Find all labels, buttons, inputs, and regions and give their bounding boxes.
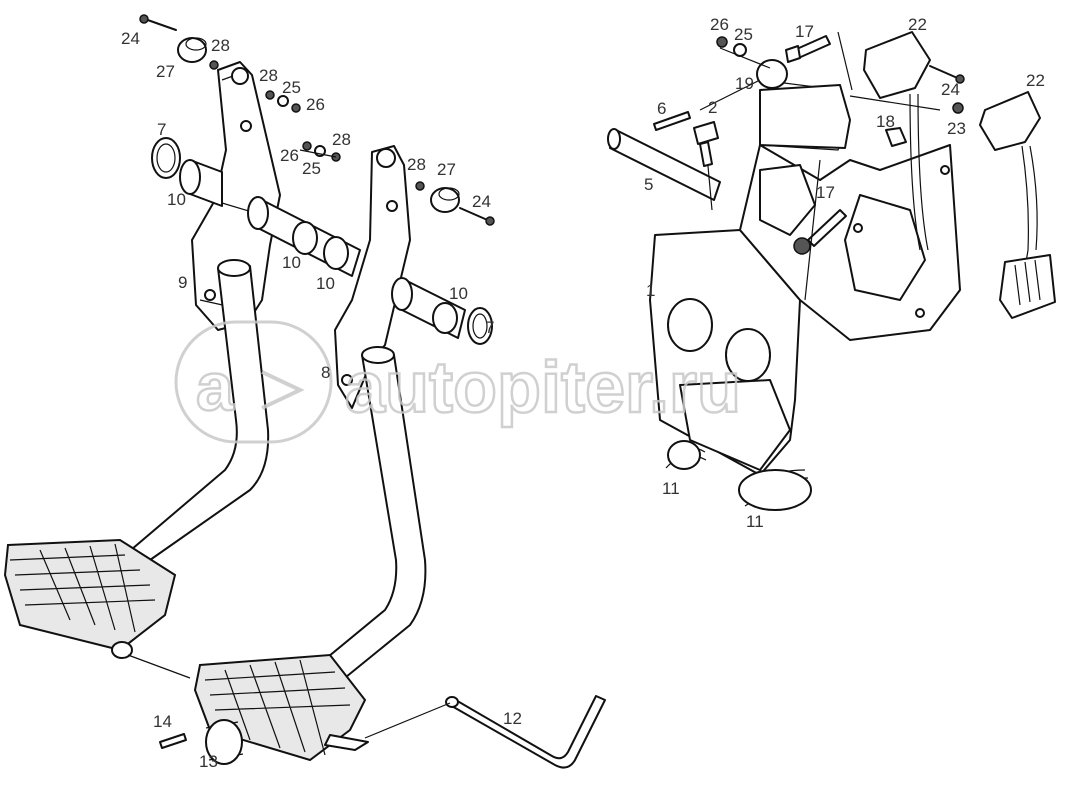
label-26-center: 26 <box>280 146 299 165</box>
label-13: 13 <box>199 752 218 771</box>
label-1: 1 <box>646 281 655 300</box>
label-10-left: 10 <box>167 190 186 209</box>
part-labels: 24 28 27 28 25 26 7 28 26 25 10 28 27 24… <box>121 15 1045 771</box>
bolt-17-bracket <box>793 209 847 255</box>
label-22-left: 22 <box>908 15 927 34</box>
label-7-right: 7 <box>485 318 494 337</box>
label-25-center: 25 <box>302 159 321 178</box>
rod-12 <box>445 695 606 769</box>
washer-28-mid <box>265 90 275 100</box>
label-26-mid-left: 26 <box>306 95 325 114</box>
label-24-top-left: 24 <box>121 29 140 48</box>
bushing-10-right <box>391 277 466 339</box>
label-24-right-pedal: 24 <box>472 192 491 211</box>
knob-19 <box>756 59 788 89</box>
washer-23 <box>952 102 964 114</box>
label-27-right-pedal: 27 <box>437 160 456 179</box>
label-28-top-left: 28 <box>211 36 230 55</box>
bolt-24-right <box>459 207 495 226</box>
spring-13 <box>205 719 244 765</box>
sensor-22-left <box>863 31 931 251</box>
label-28-right-pedal: 28 <box>407 155 426 174</box>
label-11-left: 11 <box>662 479 680 498</box>
label-25-mid-left: 25 <box>282 78 301 97</box>
bolt-2 <box>693 121 719 211</box>
label-26-right: 26 <box>710 15 729 34</box>
label-9: 9 <box>178 273 187 292</box>
bracket-1 <box>649 79 961 476</box>
bolt-24-top <box>139 14 177 31</box>
label-28-mid-left: 28 <box>259 66 278 85</box>
label-28-center: 28 <box>332 130 351 149</box>
bushing-10-center-shaft <box>247 196 361 277</box>
spacer-27-right <box>430 187 460 213</box>
label-17-top: 17 <box>795 22 814 41</box>
label-23: 23 <box>947 119 966 138</box>
label-2: 2 <box>708 98 717 117</box>
bolt-17-top <box>785 35 831 63</box>
bolt-24-sensor <box>929 65 965 84</box>
svg-text:a: a <box>196 349 235 425</box>
label-14: 14 <box>153 712 172 731</box>
left-pedal-pad <box>3 538 177 659</box>
nut-26-mid <box>291 103 301 113</box>
washer-25-mid <box>277 95 289 107</box>
label-7-left: 7 <box>157 120 166 139</box>
label-17-bracket: 17 <box>816 183 835 202</box>
label-6: 6 <box>657 99 666 118</box>
label-10-center: 10 <box>282 253 301 272</box>
shaft-5 <box>607 128 721 201</box>
pin-6 <box>653 111 691 131</box>
spring-11-right <box>738 469 812 511</box>
nut-26-right <box>716 36 728 48</box>
bushing-7-right <box>467 307 493 345</box>
label-19: 19 <box>735 74 754 93</box>
label-11-right: 11 <box>746 512 764 531</box>
nut-18 <box>885 127 907 147</box>
watermark-text: autopiter.ru <box>345 348 741 428</box>
label-27-top-left: 27 <box>156 62 175 81</box>
label-10-lower: 10 <box>316 274 335 293</box>
label-24-right: 24 <box>941 80 960 99</box>
bushing-10-left <box>179 159 223 207</box>
spacer-27-top <box>177 37 207 63</box>
bushing-7-left <box>151 137 181 179</box>
label-8: 8 <box>321 363 330 382</box>
spring-11-left <box>665 440 707 470</box>
label-18: 18 <box>876 112 895 131</box>
label-10-right: 10 <box>449 284 468 303</box>
label-5: 5 <box>644 175 653 194</box>
left-pedal-rod <box>124 259 270 561</box>
sensor-22-right <box>979 91 1041 291</box>
label-25-right: 25 <box>734 25 753 44</box>
pin-14 <box>159 733 187 749</box>
connector-plug <box>999 254 1056 319</box>
label-12: 12 <box>503 709 522 728</box>
right-pedal-rod <box>299 346 427 691</box>
washer-28-top <box>209 60 219 70</box>
label-22-right: 22 <box>1026 71 1045 90</box>
washer-28-right <box>415 181 425 191</box>
nut-26-center <box>302 141 312 151</box>
watermark-logo: a autopiter.ru <box>174 320 742 444</box>
